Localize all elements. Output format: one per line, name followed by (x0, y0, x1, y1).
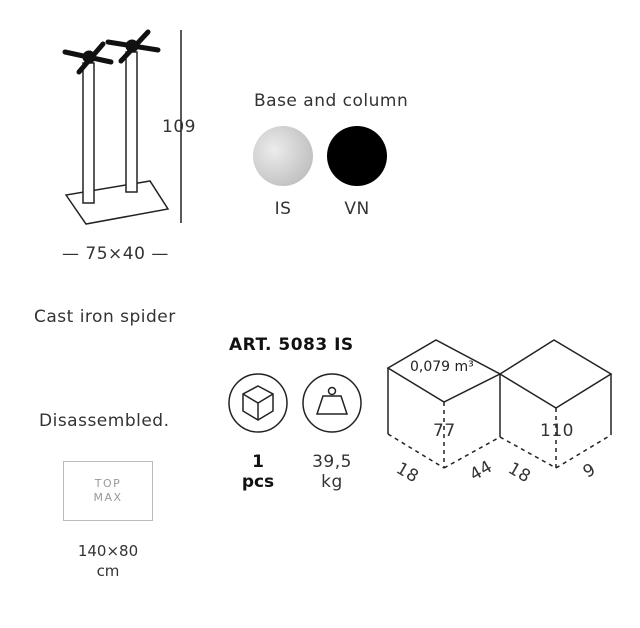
packaging-boxes-drawing (386, 339, 613, 469)
finish-label-vn: VN (344, 199, 370, 219)
finish-label-is: IS (274, 199, 292, 219)
footprint-dimension: — 75×40 — (62, 244, 169, 264)
weight-value: 39,5 (312, 452, 352, 472)
spider-label: Cast iron spider (34, 307, 176, 327)
quantity-unit: pcs (241, 472, 275, 492)
top-max-line1: TOP (94, 477, 122, 490)
box1-height: 77 (433, 421, 456, 441)
assembly-note: Disassembled. (39, 411, 170, 431)
top-max-box: TOP MAX (63, 461, 153, 521)
table-base-drawing (62, 29, 182, 225)
weight-unit: kg (321, 472, 343, 492)
finish-title: Base and column (254, 91, 409, 111)
weight-icon (302, 373, 362, 433)
top-max-line2: MAX (93, 491, 123, 504)
package-icon (228, 373, 288, 433)
finish-swatch-is (253, 126, 313, 186)
article-number: ART. 5083 IS (229, 335, 354, 355)
finish-swatch-vn (327, 126, 387, 186)
box2-height: 110 (540, 421, 574, 441)
top-max-size-line1: 140×80 (77, 542, 139, 560)
quantity-value: 1 (252, 452, 264, 472)
box-volume: 0,079 m³ (410, 359, 474, 375)
height-dimension: 109 (162, 117, 196, 137)
top-max-size-line2: cm (96, 562, 120, 580)
